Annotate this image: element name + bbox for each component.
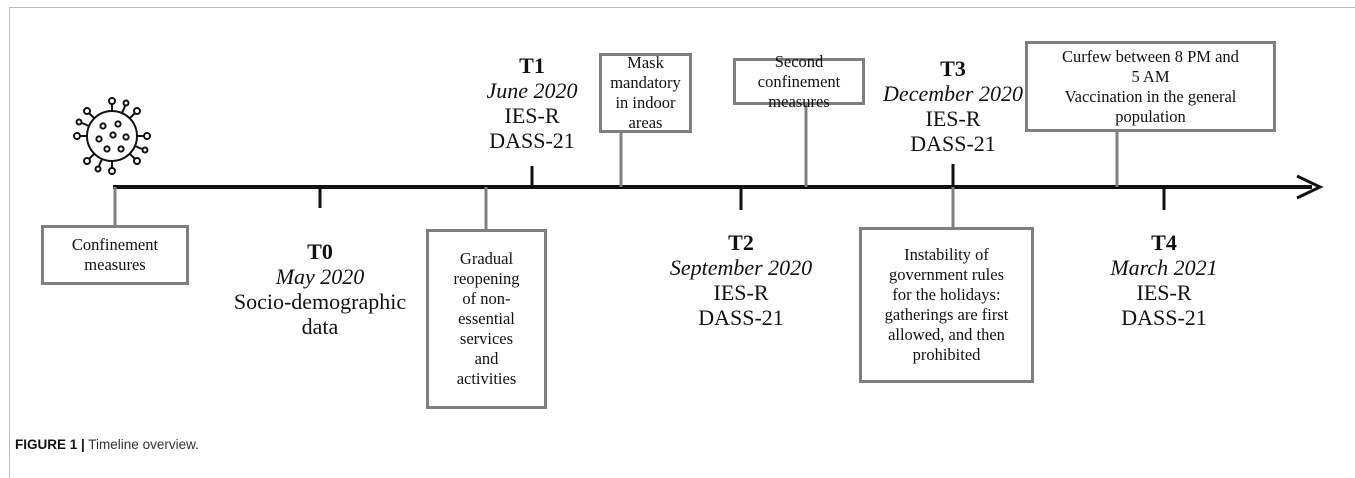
caption-label: FIGURE 1 | bbox=[15, 437, 85, 452]
timepoint-measure: DASS-21 bbox=[698, 305, 784, 330]
figure-caption: FIGURE 1 | Timeline overview. bbox=[15, 437, 199, 452]
timepoint-id: T1 bbox=[519, 53, 545, 78]
caption-text: Timeline overview. bbox=[84, 437, 199, 452]
timepoint-id: T0 bbox=[307, 239, 333, 264]
event-mask: Mask mandatory in indoor areas bbox=[599, 53, 692, 133]
timepoint-date: September 2020 bbox=[669, 255, 813, 280]
timepoint-measure: IES-R bbox=[1136, 280, 1192, 305]
timepoint-t2: T2 September 2020 IES-R DASS-21 bbox=[651, 230, 831, 330]
timepoint-measure: data bbox=[301, 314, 339, 339]
timepoint-measure: IES-R bbox=[713, 280, 769, 305]
figure-frame bbox=[9, 7, 1355, 478]
virus-icon bbox=[73, 97, 151, 175]
timepoint-measure: DASS-21 bbox=[1121, 305, 1207, 330]
timepoint-t0: T0 May 2020 Socio-demographic data bbox=[230, 239, 410, 339]
timepoint-date: December 2020 bbox=[883, 81, 1023, 106]
timepoint-t4: T4 March 2021 IES-R DASS-21 bbox=[1089, 230, 1239, 330]
event-second-confinement: Second confinement measures bbox=[733, 52, 865, 111]
timepoint-measure: IES-R bbox=[504, 103, 560, 128]
timepoint-t3: T3 December 2020 IES-R DASS-21 bbox=[863, 56, 1043, 156]
timepoint-t1: T1 June 2020 IES-R DASS-21 bbox=[452, 53, 612, 153]
timeline-arrowhead bbox=[1296, 174, 1324, 200]
event-reopening: Gradual reopening of non- essential serv… bbox=[426, 229, 547, 409]
timepoint-measure: DASS-21 bbox=[910, 131, 996, 156]
timepoint-date: March 2021 bbox=[1110, 255, 1218, 280]
event-curfew: Curfew between 8 PM and 5 AM Vaccination… bbox=[1025, 41, 1276, 132]
event-instability: Instability of government rules for the … bbox=[859, 227, 1034, 383]
timepoint-date: May 2020 bbox=[275, 264, 365, 289]
timepoint-id: T3 bbox=[940, 56, 966, 81]
timepoint-measure: IES-R bbox=[925, 106, 981, 131]
timepoint-id: T2 bbox=[728, 230, 754, 255]
timepoint-date: June 2020 bbox=[486, 78, 578, 103]
event-confinement: Confinement measures bbox=[41, 225, 189, 285]
timepoint-measure: Socio-demographic bbox=[233, 289, 407, 314]
timepoint-measure: DASS-21 bbox=[489, 128, 575, 153]
timepoint-id: T4 bbox=[1151, 230, 1177, 255]
